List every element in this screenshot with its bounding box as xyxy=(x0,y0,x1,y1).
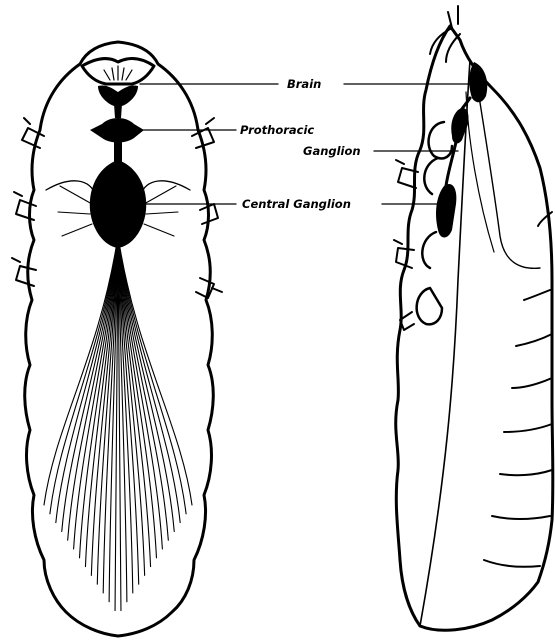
lateral-view-larva xyxy=(394,6,553,630)
lateral-leg-2 xyxy=(394,240,414,268)
label-prothoracic-ganglion: Ganglion xyxy=(303,144,361,158)
lateral-bulge-4 xyxy=(417,288,442,324)
dorsal-leg-left-3 xyxy=(12,258,36,286)
lateral-bulge-1 xyxy=(429,122,452,158)
lateral-nerve xyxy=(146,212,178,214)
lateral-bulge-2 xyxy=(424,158,438,194)
label-central-ganglion: Central Ganglion xyxy=(242,197,351,211)
lateral-body-outline xyxy=(396,26,553,630)
brain-mass xyxy=(98,85,138,106)
lateral-bulge-3 xyxy=(422,232,436,268)
head-mouthparts xyxy=(104,66,132,80)
label-brain: Brain xyxy=(287,77,321,91)
label-prothoracic: Prothoracic xyxy=(240,123,314,137)
nerve-branch xyxy=(50,236,118,514)
lateral-gut-line-2 xyxy=(466,92,494,252)
prothoracic-ganglion xyxy=(90,118,144,143)
radiating-nerves xyxy=(44,186,192,611)
lateral-nerve xyxy=(62,224,92,236)
dorsal-view-larva xyxy=(12,42,222,636)
lateral-nerve xyxy=(58,212,90,214)
lateral-brain xyxy=(469,62,487,102)
lateral-nerve xyxy=(144,224,174,236)
lateral-nerve xyxy=(144,186,176,204)
lateral-gut-line xyxy=(478,90,540,268)
lateral-central-ganglion xyxy=(436,184,456,237)
connective-1 xyxy=(114,104,122,118)
lateral-nerve xyxy=(60,186,92,204)
central-ganglion xyxy=(90,160,146,248)
nerve-branch xyxy=(118,236,186,514)
